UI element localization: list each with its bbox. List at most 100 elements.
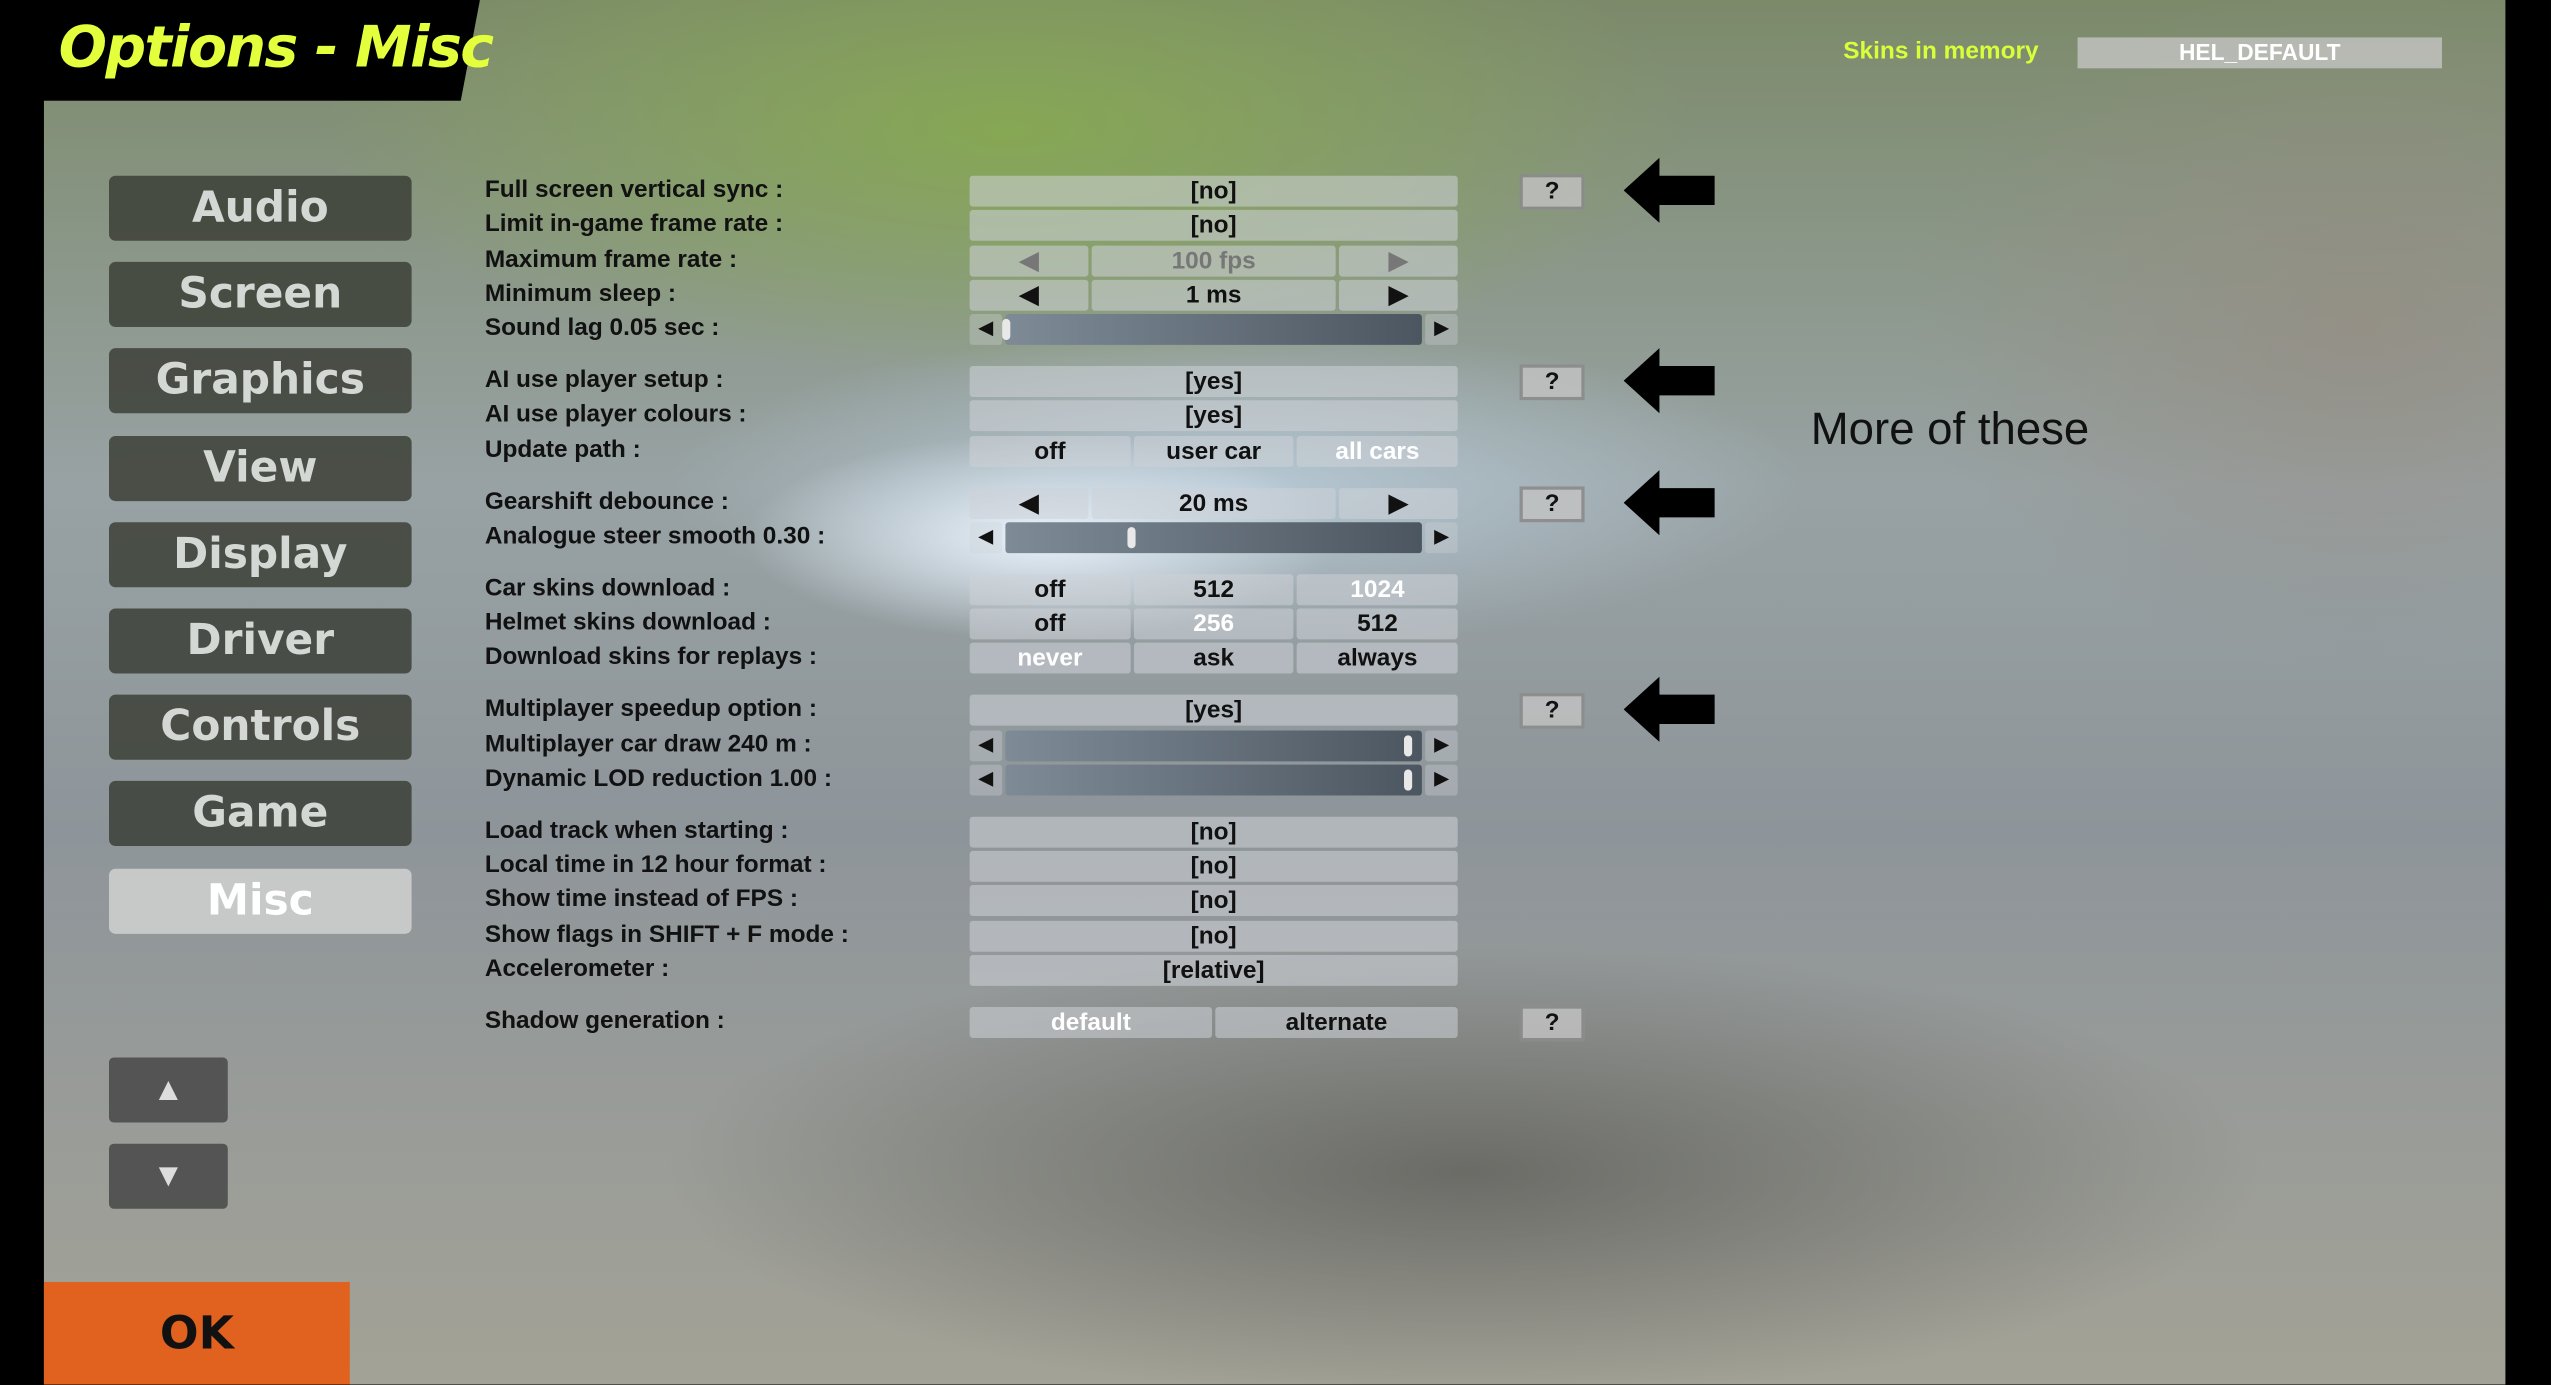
left-border — [0, 0, 44, 1385]
option-label: AI use player setup : — [484, 366, 724, 394]
option-control-toggle: [relative] — [969, 954, 1458, 986]
choice-option[interactable]: never — [969, 643, 1131, 675]
toggle-value-button[interactable]: [yes] — [969, 400, 1458, 432]
scroll-down-button[interactable]: ▼ — [109, 1143, 228, 1209]
slider-knob[interactable] — [1404, 734, 1413, 756]
choice-option[interactable]: alternate — [1215, 1006, 1458, 1038]
option-control-toggle: [no] — [969, 816, 1458, 848]
choice-option[interactable]: 1024 — [1297, 573, 1458, 605]
slider-track[interactable] — [1002, 314, 1422, 346]
stepper-value: 100 fps — [1091, 245, 1336, 276]
choice-option[interactable]: always — [1297, 643, 1458, 675]
choice-option[interactable]: all cars — [1297, 435, 1458, 467]
sidebar-item-graphics[interactable]: Graphics — [109, 348, 412, 414]
skins-in-memory-field[interactable]: HEL_DEFAULT — [2077, 37, 2442, 69]
slider-left-button[interactable]: ◀ — [969, 729, 1003, 761]
toggle-value-button[interactable]: [no] — [969, 920, 1458, 952]
slider-knob[interactable] — [1404, 769, 1413, 791]
option-control-toggle: [no] — [969, 175, 1458, 207]
option-control-toggle: [no] — [969, 210, 1458, 242]
option-label: Show flags in SHIFT + F mode : — [484, 920, 849, 948]
sidebar-item-view[interactable]: View — [109, 435, 412, 501]
slider-knob[interactable] — [1126, 526, 1135, 549]
help-button[interactable]: ? — [1519, 693, 1585, 730]
pointer-arrow-icon — [1623, 677, 1715, 743]
option-label: Sound lag 0.05 sec : — [484, 314, 720, 342]
pointer-arrow-icon — [1623, 157, 1715, 223]
slider-right-button[interactable]: ▶ — [1425, 522, 1458, 553]
sidebar-item-audio[interactable]: Audio — [109, 175, 412, 241]
slider-track[interactable] — [1005, 729, 1422, 761]
choice-option[interactable]: user car — [1133, 435, 1294, 467]
option-control-stepper: ◀20 ms▶ — [969, 487, 1458, 519]
option-control-toggle: [yes] — [969, 400, 1458, 432]
help-button[interactable]: ? — [1519, 174, 1585, 210]
option-control-slider: ◀▶ — [969, 764, 1458, 796]
toggle-value-button[interactable]: [no] — [969, 851, 1458, 882]
option-label: Limit in-game frame rate : — [484, 210, 784, 239]
option-label: Local time in 12 hour format : — [484, 851, 827, 879]
choice-option[interactable]: ask — [1133, 643, 1294, 675]
option-label: Helmet skins download : — [484, 608, 771, 637]
choice-option[interactable]: off — [969, 435, 1131, 467]
option-label: Analogue steer smooth 0.30 : — [484, 522, 826, 550]
slider-knob[interactable] — [1002, 319, 1011, 341]
page-title: Options - Misc — [58, 16, 494, 82]
toggle-value-button[interactable]: [no] — [969, 816, 1458, 848]
choice-option[interactable]: 512 — [1297, 608, 1458, 640]
increase-button[interactable]: ▶ — [1338, 279, 1458, 311]
slider-track[interactable] — [1005, 522, 1422, 553]
slider-left-button[interactable]: ◀ — [969, 314, 1003, 346]
toggle-value-button[interactable]: [yes] — [969, 695, 1458, 727]
slider-right-button[interactable]: ▶ — [1425, 729, 1458, 761]
stepper-value: 1 ms — [1091, 279, 1336, 311]
sidebar-item-display[interactable]: Display — [109, 521, 412, 587]
slider-left-button[interactable]: ◀ — [969, 764, 1003, 796]
increase-button[interactable]: ▶ — [1338, 487, 1458, 519]
toggle-value-button[interactable]: [no] — [969, 175, 1458, 207]
slider-track[interactable] — [1005, 764, 1422, 796]
option-label: AI use player colours : — [484, 400, 747, 429]
choice-option[interactable]: off — [969, 608, 1131, 640]
option-label: Minimum sleep : — [484, 279, 677, 308]
sidebar-item-misc[interactable]: Misc — [109, 868, 412, 934]
title-banner — [0, 0, 480, 101]
help-button[interactable]: ? — [1519, 485, 1585, 522]
decrease-button[interactable]: ◀ — [969, 279, 1089, 311]
option-label: Update path : — [484, 435, 641, 464]
slider-right-button[interactable]: ▶ — [1425, 764, 1458, 796]
toggle-value-button[interactable]: [yes] — [969, 366, 1458, 398]
sidebar-item-game[interactable]: Game — [109, 781, 412, 847]
toggle-value-button[interactable]: [relative] — [969, 954, 1458, 986]
sidebar-item-driver[interactable]: Driver — [109, 608, 412, 674]
option-label: Load track when starting : — [484, 816, 789, 845]
toggle-value-button[interactable]: [no] — [969, 885, 1458, 917]
pointer-arrow-icon — [1623, 469, 1715, 535]
option-control-toggle: [no] — [969, 851, 1458, 882]
option-control-stepper: ◀100 fps▶ — [969, 245, 1458, 276]
slider-right-button[interactable]: ▶ — [1425, 314, 1458, 346]
option-control-toggle: [yes] — [969, 695, 1458, 727]
choice-option[interactable]: default — [969, 1006, 1213, 1038]
help-button[interactable]: ? — [1519, 1005, 1585, 1042]
choice-option[interactable]: off — [969, 573, 1131, 605]
help-button[interactable]: ? — [1519, 364, 1585, 401]
sidebar-item-controls[interactable]: Controls — [109, 694, 412, 761]
ok-button[interactable]: OK — [43, 1281, 350, 1385]
option-label: Dynamic LOD reduction 1.00 : — [484, 764, 832, 793]
choice-option[interactable]: 256 — [1133, 608, 1294, 640]
decrease-button[interactable]: ◀ — [969, 487, 1089, 519]
slider-left-button[interactable]: ◀ — [969, 522, 1003, 553]
option-control-toggle: [no] — [969, 920, 1458, 952]
choice-option[interactable]: 512 — [1133, 573, 1294, 605]
scroll-up-button[interactable]: ▲ — [109, 1057, 228, 1123]
toggle-value-button[interactable]: [no] — [969, 210, 1458, 242]
stepper-value: 20 ms — [1091, 487, 1336, 519]
pointer-arrow-icon — [1623, 348, 1715, 414]
decrease-button: ◀ — [969, 245, 1089, 276]
sidebar-item-screen[interactable]: Screen — [109, 262, 412, 328]
